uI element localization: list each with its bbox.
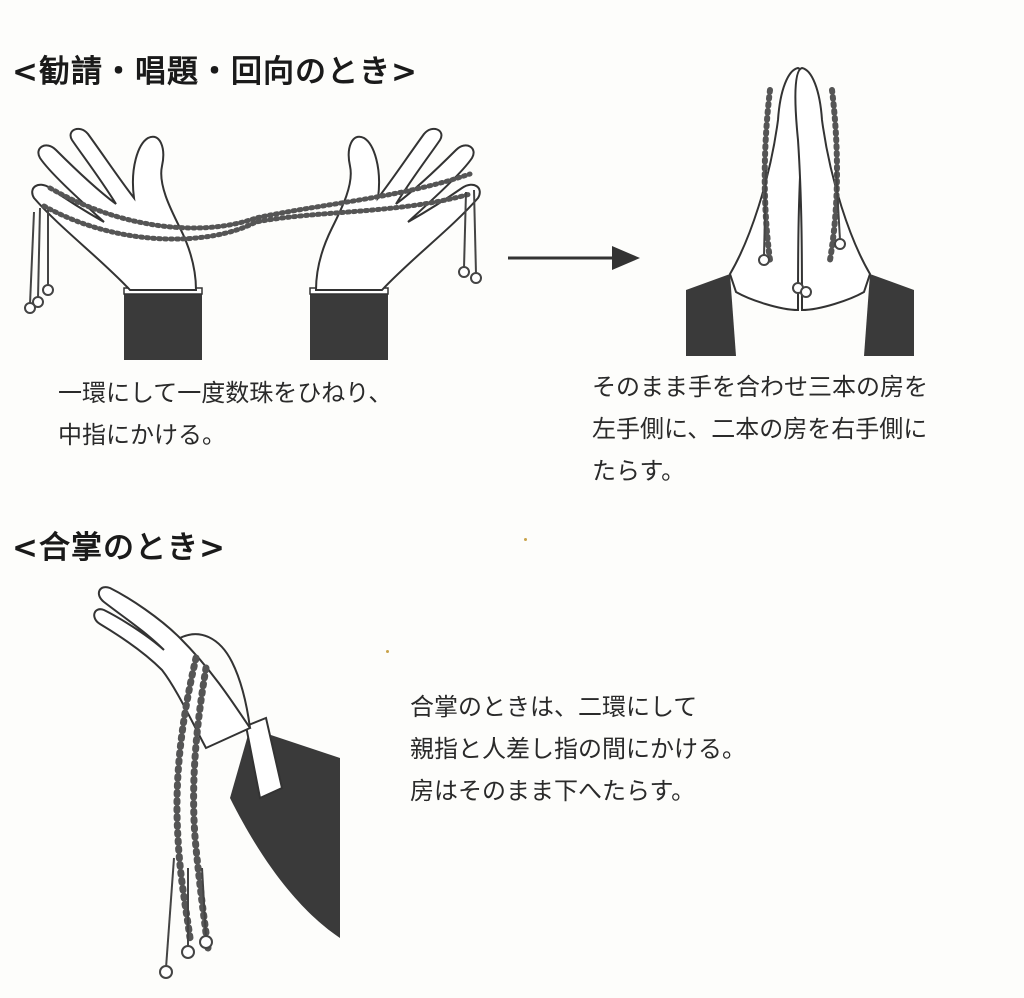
print-speck: [386, 650, 389, 653]
right-sleeve: [310, 288, 388, 360]
bead-strand: [173, 654, 200, 942]
caption-line: たらす。: [592, 457, 686, 485]
gassho-hand-with-beads-illustration: [93, 586, 340, 979]
right-arrow-icon: [508, 246, 640, 270]
open-hands-with-beads-illustration: [24, 127, 482, 360]
caption-line: 左手側に、二本の房を右手側に: [592, 415, 928, 443]
bead-strand: [47, 171, 473, 231]
caption-line: 合掌のときは、二環にして: [410, 693, 698, 721]
step-caption-join: そのまま手を合わせ三本の房を 左手側に、二本の房を右手側に たらす。: [592, 366, 928, 492]
section-heading-kanjo: <勧請・唱題・回向のとき>: [12, 54, 418, 90]
caption-line: 親指と人差し指の間にかける。: [410, 735, 746, 763]
left-hand: [31, 127, 198, 291]
caption-line: そのまま手を合わせ三本の房を: [592, 373, 928, 401]
left-sleeve: [686, 274, 736, 356]
step-caption-gassho: 合掌のときは、二環にして 親指と人差し指の間にかける。 房はそのまま下へたらす。: [410, 686, 746, 812]
caption-line: 中指にかける。: [58, 421, 226, 449]
left-sleeve: [124, 288, 202, 360]
caption-line: 一環にして一度数珠をひねり、: [58, 379, 393, 407]
tassels: [159, 857, 213, 979]
sleeve: [230, 728, 340, 938]
print-speck: [524, 538, 527, 541]
right-sleeve: [864, 274, 914, 356]
left-tassels: [24, 207, 54, 314]
hand: [93, 586, 252, 750]
caption-line: 房はそのまま下へたらす。: [410, 777, 696, 805]
tassels: [758, 169, 846, 298]
joined-hands-with-tassels-illustration: [686, 66, 914, 356]
section-heading-gassho: <合掌のとき>: [12, 530, 226, 566]
right-hand: [794, 66, 872, 312]
step-caption-twist: 一環にして一度数珠をひねり、 中指にかける。: [58, 372, 392, 456]
right-tassels: [458, 189, 482, 284]
